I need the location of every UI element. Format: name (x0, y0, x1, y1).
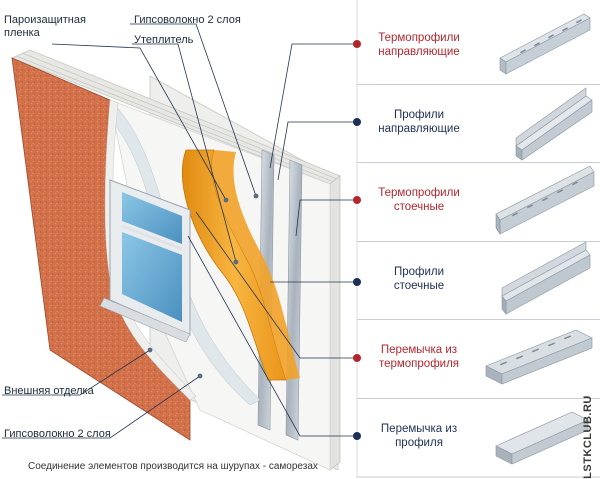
dot-stud (353, 278, 361, 286)
guide-profile-image (515, 87, 593, 161)
leader-exterior (2, 349, 151, 396)
label-insulation: Утеплитель (134, 34, 194, 46)
leader-insulation (132, 43, 237, 263)
dot-guide (353, 118, 361, 126)
dot-thermo-lintel (353, 354, 361, 362)
stud-profile-image (501, 241, 591, 315)
board-right-edge (329, 175, 341, 471)
leader-thermo-guide (269, 43, 354, 169)
dot-exterior (147, 347, 153, 353)
window-sill (99, 297, 191, 343)
dot-lintel (353, 432, 361, 440)
window-glass-upper (122, 192, 182, 244)
leader-lintel (187, 235, 354, 437)
dot-thermo-stud (353, 196, 361, 204)
leader-gypsum-top (130, 23, 257, 197)
label-gypsum-bottom: Гипсоволокно 2 слоя (4, 428, 111, 440)
dot-insulation (233, 259, 239, 265)
leader-thermo-lintel (195, 211, 354, 359)
watermark: LSTKCLUB.RU (577, 395, 599, 479)
thermo-lintel-profile-image (485, 329, 593, 385)
dot-vapor (223, 197, 229, 203)
thermo-guide-profile-image (499, 13, 591, 75)
dot-gypsum-bottom (197, 373, 203, 379)
window-glass-lower (122, 232, 182, 322)
label-exterior-finish: Внешняя отделка (4, 385, 94, 397)
watermark-text: LSTKCLUB.RU (582, 395, 594, 479)
lintel-profile-image (495, 411, 589, 465)
thermo-stud-profile-image (495, 165, 595, 235)
label-vapor-barrier: Пароизащитная пленка (4, 14, 86, 39)
label-gypsum-top: Гипсоволокно 2 слоя (134, 14, 241, 26)
leader-vapor (51, 43, 227, 201)
leader-gypsum-bottom (2, 375, 201, 439)
leader-thermo-stud (295, 199, 354, 237)
dot-thermo-guide (353, 40, 361, 48)
dot-gypsum-top (253, 193, 259, 199)
leader-guide (277, 121, 354, 181)
footer-note: Соединение элементов производится на шур… (28, 461, 318, 472)
